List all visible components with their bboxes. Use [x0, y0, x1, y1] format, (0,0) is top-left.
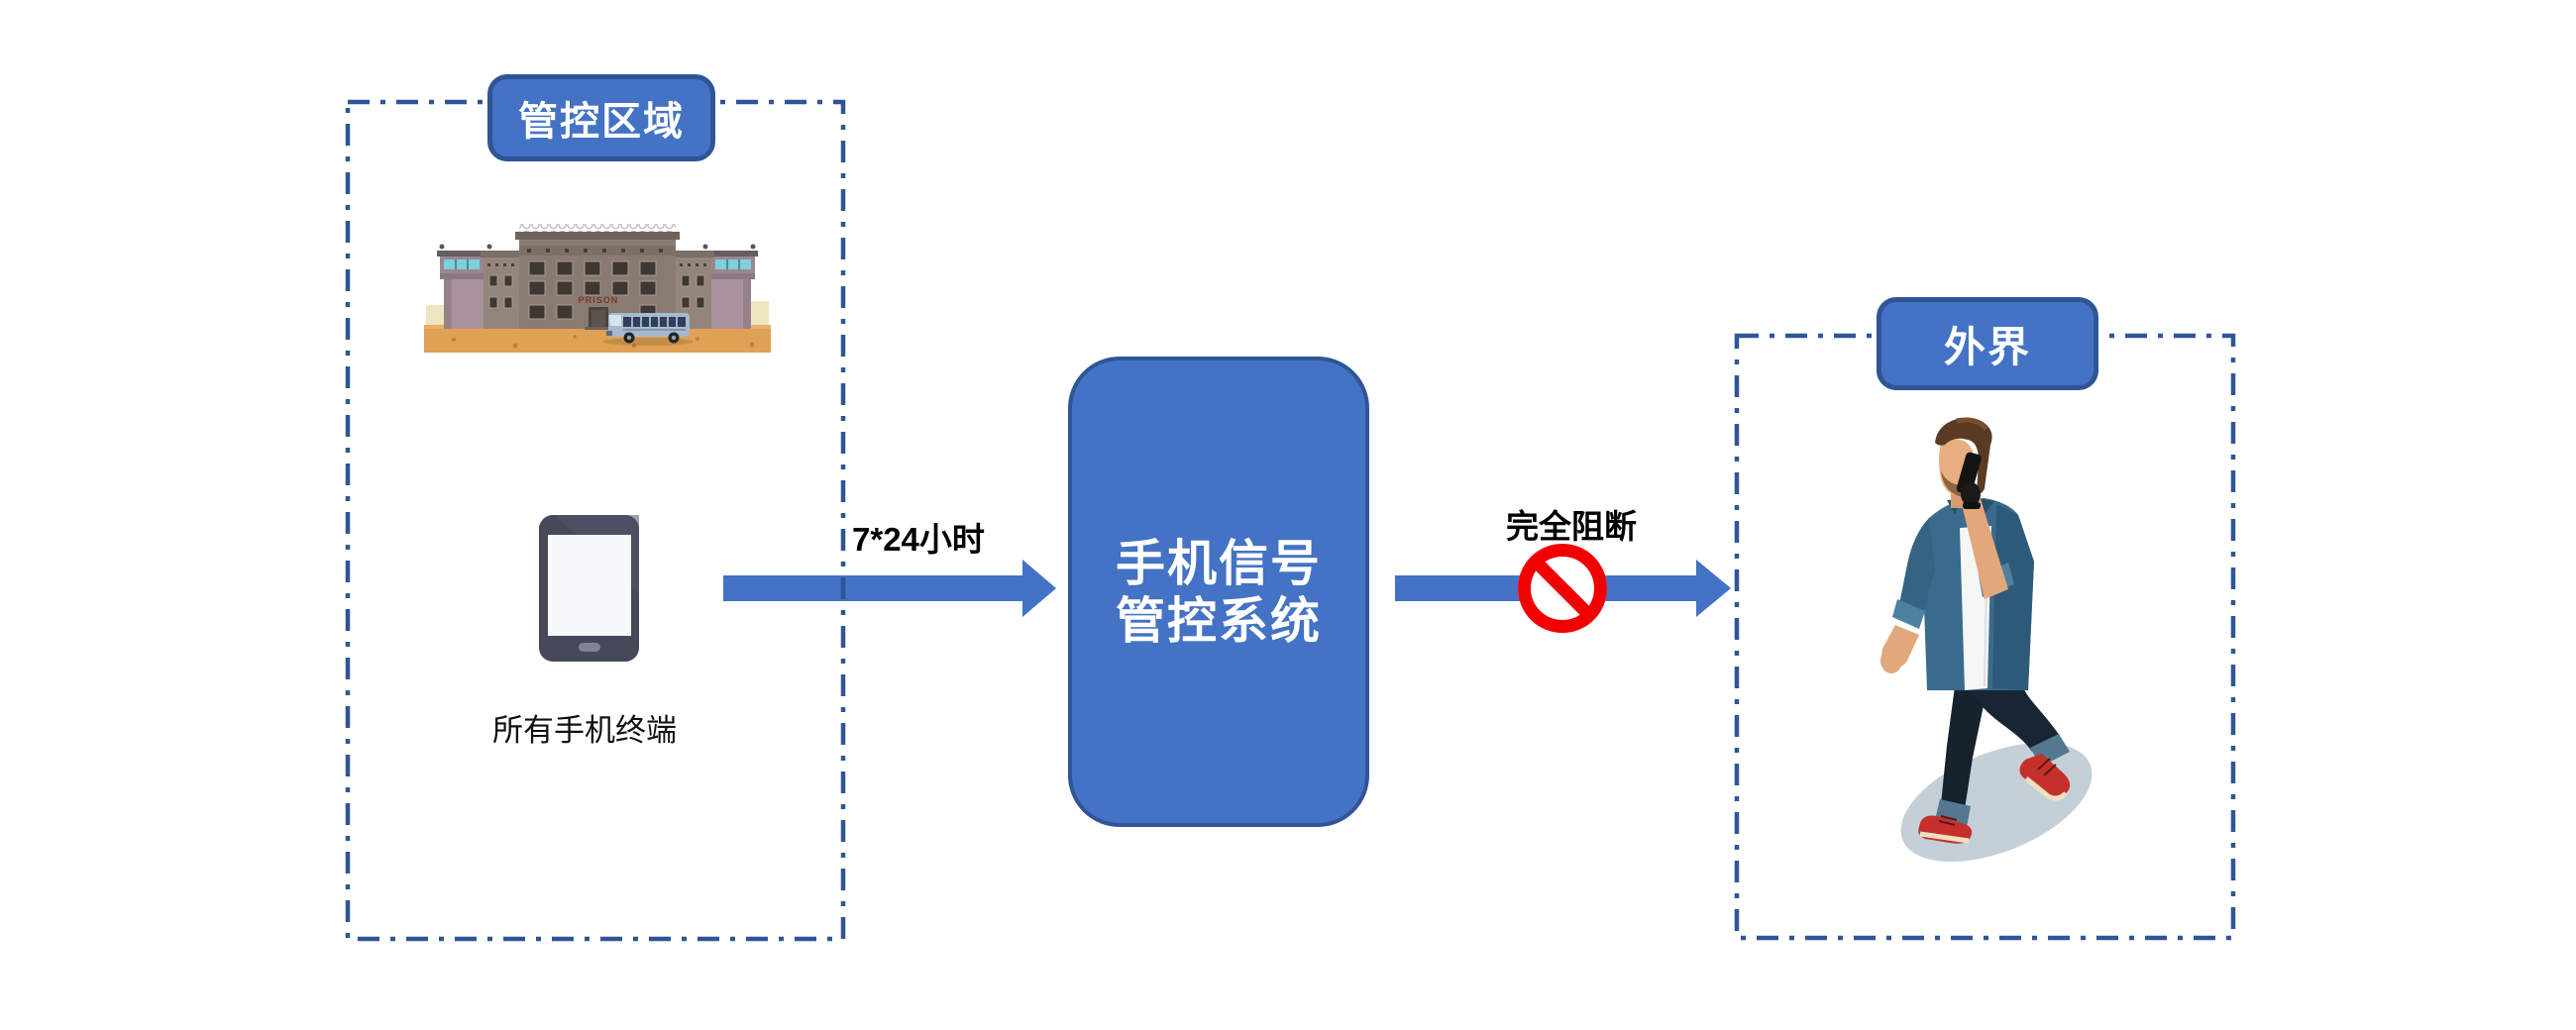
system-name-line2: 管控系统: [1116, 592, 1322, 649]
outside-zone-label-text: 外界: [1943, 323, 2031, 370]
prison-bus: [602, 313, 694, 346]
arrow2-label: 完全阻断: [1506, 508, 1637, 545]
walking-man-illustration: [1880, 417, 2093, 863]
phone-caption: 所有手机终端: [492, 713, 677, 748]
prison-sign-text: PRISON: [579, 295, 619, 305]
system-name-line1: 手机信号: [1116, 535, 1322, 591]
smartphone-icon: [539, 515, 639, 662]
arrow-right-icon: [723, 560, 1056, 617]
watchtower-right: [700, 244, 758, 329]
signal-control-system-box: 手机信号 管控系统: [1068, 357, 1369, 827]
control-zone-label: 管控区域: [487, 74, 715, 161]
prison-building-illustration: PRISON: [424, 224, 771, 353]
watchtower-left: [437, 244, 494, 329]
arrow1-label: 7*24小时: [852, 521, 985, 558]
outside-zone-label: 外界: [1877, 297, 2098, 390]
no-entry-icon: [1518, 544, 1607, 633]
control-zone-label-text: 管控区域: [518, 100, 685, 144]
